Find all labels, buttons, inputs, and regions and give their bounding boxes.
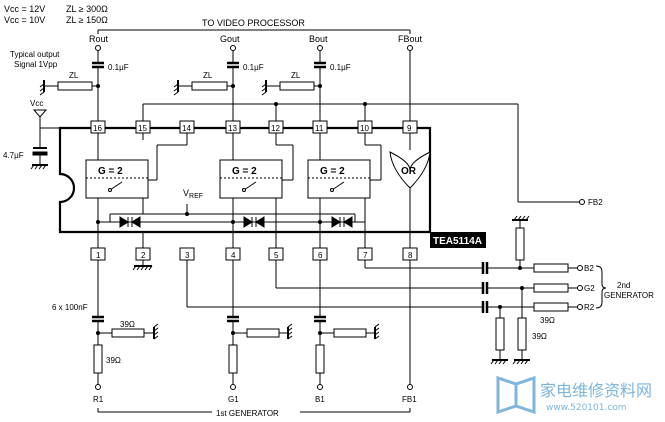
g1-label: G1: [228, 395, 239, 404]
r1-input-network: [92, 260, 159, 390]
zl-150-label: ZL ≥ 150Ω: [66, 15, 108, 25]
fb1-label: FB1: [402, 395, 417, 404]
fb2-label: FB2: [588, 198, 603, 207]
r1-39b-label: 39Ω: [106, 356, 121, 365]
bout-label: Bout: [309, 34, 328, 44]
chip-name-label: TEA5114A: [433, 236, 482, 247]
caps-in-label: 6 x 100nF: [52, 303, 88, 312]
g2-label: G2: [584, 284, 595, 293]
r1-label: R1: [93, 395, 104, 404]
r2-39-label: 39Ω: [540, 316, 555, 325]
watermark-logo: [496, 375, 536, 415]
pin-2-label: 2: [141, 251, 146, 260]
chip-name-badge: [430, 232, 486, 248]
vref-label: VREF: [183, 188, 203, 200]
fb1-input-line: [407, 260, 413, 390]
r1-39a-label: 39Ω: [120, 320, 135, 329]
top-pins: [90, 120, 418, 134]
pin-3-label: 3: [185, 251, 190, 260]
pin-7-label: 7: [363, 251, 368, 260]
first-generator-label: 1st GENERATOR: [216, 409, 279, 418]
pin-9-label: 9: [407, 124, 412, 133]
zl-gout-label: ZL: [203, 71, 213, 80]
pin-13-label: 13: [228, 124, 237, 133]
pin-6-label: 6: [318, 251, 323, 260]
b1-input-network: [314, 260, 380, 390]
second-gen-label-1: 2nd: [617, 281, 630, 290]
r2-label: R2: [584, 303, 595, 312]
second-generator-wiring: [186, 215, 607, 365]
g1-input-network: [227, 260, 293, 390]
to-video-processor-label: TO VIDEO PROCESSOR: [202, 18, 305, 28]
rout-output-network: [44, 45, 104, 122]
pin-5-label: 5: [274, 251, 279, 260]
rout-label: Rout: [89, 34, 109, 44]
ic-package: [58, 126, 432, 234]
vcc-supply: [30, 109, 98, 170]
b1-label: B1: [315, 395, 325, 404]
bout-output-network: [266, 45, 326, 122]
pin2-ground: [132, 260, 153, 271]
amp-blue: [307, 159, 381, 248]
vcc-10-label: Vcc = 10V: [4, 15, 45, 25]
internal-wiring: [97, 133, 411, 180]
signal-1vpp-label: Signal 1Vpp: [14, 60, 58, 69]
fbout-label: FBout: [398, 34, 423, 44]
amp-green: [219, 159, 293, 248]
pin-15-label: 15: [138, 124, 147, 133]
zl-ground-symbols: [39, 80, 267, 96]
typical-output-label: Typical output: [10, 50, 60, 59]
cap-rout-label: 0.1μF: [108, 63, 129, 72]
pin-4-label: 4: [231, 251, 236, 260]
gout-label: Gout: [220, 34, 240, 44]
fbout-output-line: [407, 45, 413, 122]
bottom-pins: [90, 247, 418, 261]
pin-8-label: 8: [408, 251, 413, 260]
pin-10-label: 10: [360, 124, 369, 133]
vcc-12-label: Vcc = 12V: [4, 4, 45, 14]
or-gate-label: OR: [401, 166, 417, 177]
amp-green-gain-label: G = 2: [232, 166, 257, 177]
second-gen-label-2: GENERATOR: [604, 291, 654, 300]
zl-bout-label: ZL: [291, 71, 301, 80]
watermark-text: 家电维修资料网: [540, 381, 652, 400]
amp-blue-gain-label: G = 2: [320, 166, 345, 177]
zl-300-label: ZL ≥ 300Ω: [66, 4, 108, 14]
b2-label: B2: [584, 264, 594, 273]
zl-rout-label: ZL: [69, 71, 79, 80]
amp-red: [85, 159, 157, 248]
pin-16-label: 16: [93, 124, 102, 133]
pin-12-label: 12: [271, 124, 280, 133]
cap-vcc-label: 4.7μF: [3, 151, 24, 160]
or-gate: [389, 151, 431, 248]
cap-bout-label: 0.1μF: [330, 63, 351, 72]
watermark-url: www.520101.com: [546, 403, 627, 413]
clamp-diodes: [96, 213, 365, 248]
g2-39-label: 39Ω: [532, 332, 547, 341]
pin-14-label: 14: [182, 124, 191, 133]
pin-top-bus: [142, 102, 585, 205]
amp-red-gain-label: G = 2: [98, 166, 123, 177]
vcc-label: Vcc: [30, 99, 43, 108]
cap-gout-label: 0.1μF: [243, 63, 264, 72]
pin-11-label: 11: [315, 124, 324, 133]
pin-1-label: 1: [96, 251, 101, 260]
gout-output-network: [178, 45, 239, 122]
